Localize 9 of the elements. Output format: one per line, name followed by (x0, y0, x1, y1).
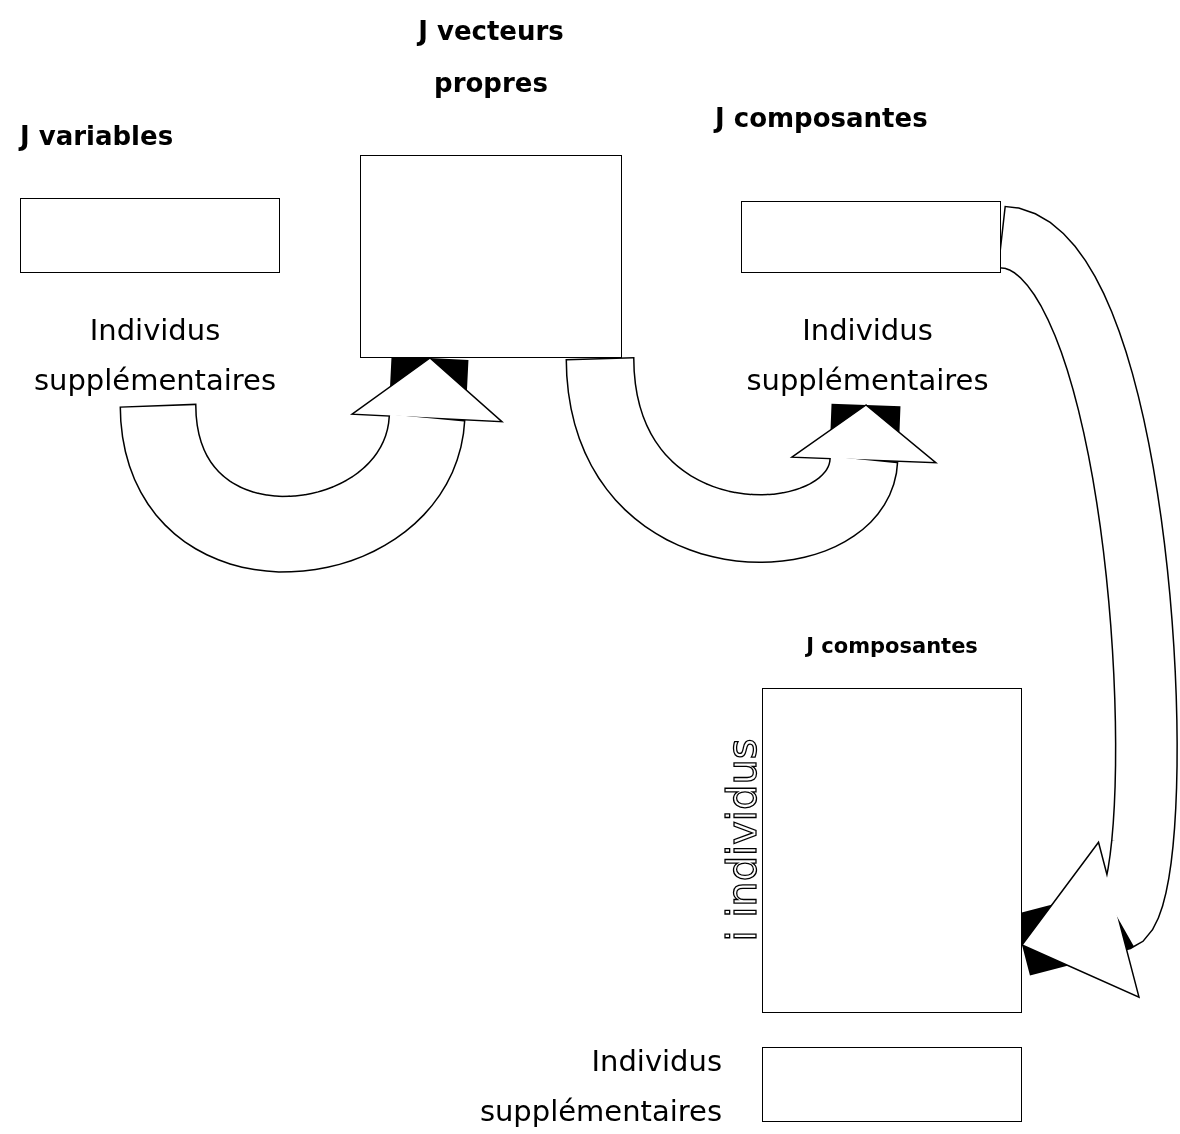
box-heading: J composantes (715, 102, 929, 135)
text-label: Individus supplémentaires (745, 312, 990, 399)
text-label: Individus supplémentaires (32, 312, 278, 399)
box-heading: J variables (20, 120, 175, 153)
box-heading: J vecteurs propres (415, 15, 565, 100)
curved-block-arrow (119, 356, 503, 573)
side-label: Individus supplémentaires (478, 1043, 722, 1130)
box-heading: J composantes (804, 633, 979, 660)
row-axis-label: i individus (718, 737, 766, 944)
